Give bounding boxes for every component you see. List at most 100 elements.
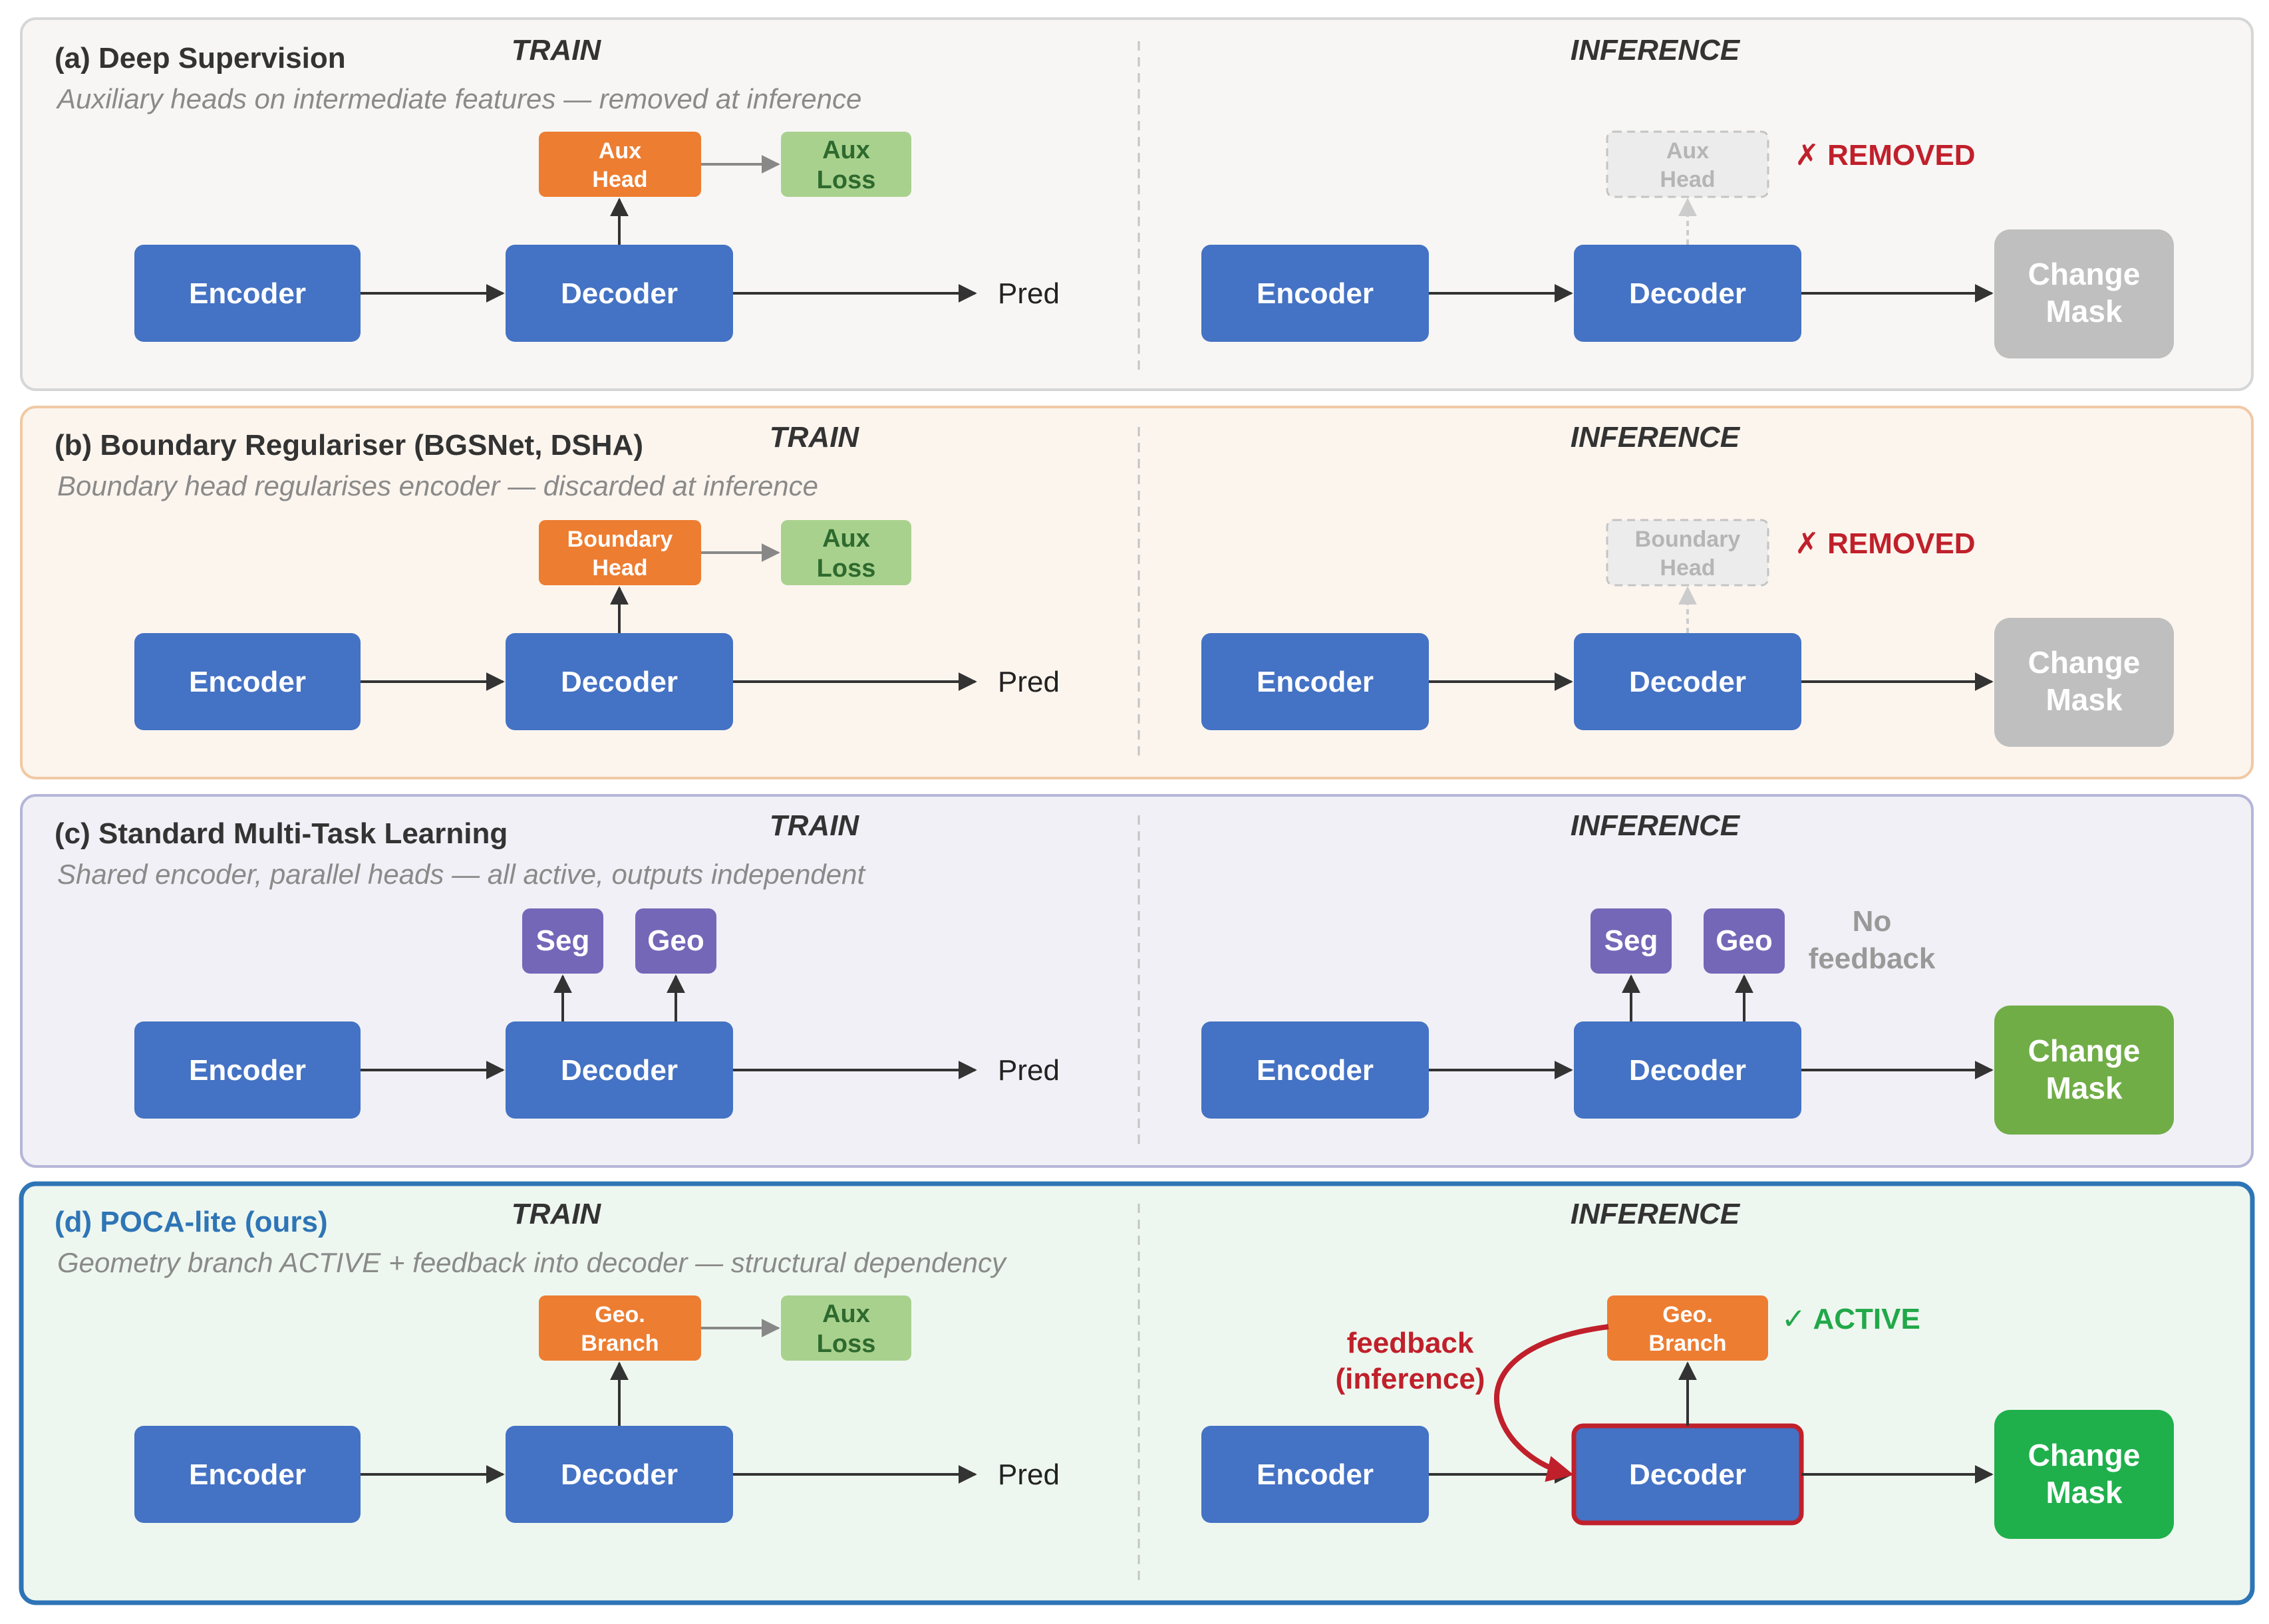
panel-d-train-geo-branch-line1: Geo. (595, 1302, 645, 1327)
panel-d-status-active: ✓ ACTIVE (1781, 1303, 1920, 1335)
panel-b-aux-loss-line2: Loss (817, 555, 876, 583)
panel-c-train-seg-head (522, 908, 603, 974)
panel-c-train-pred: Pred (998, 1054, 1060, 1087)
panel-a-change-mask (1994, 229, 2174, 358)
panel-c-train-seg-label: Seg (536, 924, 590, 957)
panel-b-ghost-head-line2: Head (1660, 555, 1715, 581)
panel-d-aux-loss (781, 1295, 911, 1361)
panel-a-train-encoder-label: Encoder (189, 277, 306, 310)
panel-d-inf-geo-branch (1607, 1295, 1768, 1361)
panel-b-subtitle: Boundary head regularises encoder — disc… (57, 470, 818, 501)
panel-b-boundary-head-line1: Boundary (567, 527, 673, 552)
panel-a-aux-loss-line1: Aux (822, 136, 870, 164)
panel-c-inf-encoder (1201, 1021, 1429, 1119)
panel-b-aux-loss-line1: Aux (822, 525, 870, 553)
panel-c-train-decoder (506, 1021, 733, 1119)
panel-b-status-removed: ✗ REMOVED (1795, 527, 1976, 560)
panel-b: (b) Boundary Regulariser (BGSNet, DSHA) … (20, 406, 2254, 779)
panel-a-ghost-head (1606, 130, 1769, 198)
panel-c-inf-seg-label: Seg (1604, 924, 1658, 957)
panel-c-title: (c) Standard Multi-Task Learning (55, 817, 508, 850)
panel-d-train-encoder (134, 1426, 361, 1523)
panel-a-train-decoder (506, 245, 733, 342)
panel-b-ghost-head (1606, 519, 1769, 587)
panel-b-boundary-head-line2: Head (592, 555, 647, 581)
panel-a-inf-decoder-label: Decoder (1629, 277, 1746, 310)
panel-b-title: (b) Boundary Regulariser (BGSNet, DSHA) (55, 429, 643, 462)
panel-d-train-label: TRAIN (512, 1198, 602, 1230)
panel-a-train-decoder-label: Decoder (561, 277, 678, 310)
panel-d-train-decoder (506, 1426, 733, 1523)
panel-c-inf-decoder-label: Decoder (1629, 1054, 1746, 1087)
panel-c-status-line1: No (1853, 905, 1892, 938)
panel-d-inf-decoder-label: Decoder (1629, 1458, 1746, 1491)
panel-a-train-encoder (134, 245, 361, 342)
panel-b-inf-encoder (1201, 633, 1429, 730)
panel-c-inf-geo-head (1704, 908, 1785, 974)
panel-c-inf-decoder (1574, 1021, 1801, 1119)
panel-c-train-label: TRAIN (770, 809, 860, 842)
panel-a-inf-decoder (1574, 245, 1801, 342)
panel-c-train-geo-head (635, 908, 716, 974)
panel-c-inference-label: INFERENCE (1571, 809, 1741, 842)
panel-a-aux-head-line2: Head (592, 167, 647, 192)
panel-a-aux-head-line1: Aux (599, 138, 641, 164)
panel-b-change-mask-line1: Change (2028, 645, 2141, 680)
panel-b-inf-encoder-label: Encoder (1257, 666, 1374, 698)
panel-a-train-pred: Pred (998, 277, 1060, 310)
panel-d-inference-label: INFERENCE (1571, 1198, 1741, 1230)
panel-d-feedback-arrow (1494, 1324, 1609, 1482)
panel-a-change-mask-line1: Change (2028, 257, 2141, 291)
panel-a-ghost-head-line2: Head (1660, 167, 1715, 192)
panel-b-change-mask (1994, 618, 2174, 747)
panel-d-aux-loss-line2: Loss (817, 1330, 876, 1358)
panel-b-inference-label: INFERENCE (1571, 421, 1741, 454)
panel-d-change-mask (1994, 1410, 2174, 1539)
panel-d-train-geo-branch (539, 1295, 701, 1361)
panel-d-inf-encoder (1201, 1426, 1429, 1523)
panel-a-status-removed: ✗ REMOVED (1795, 139, 1976, 172)
panel-c-change-mask-line1: Change (2028, 1033, 2141, 1068)
panel-b-boundary-head (539, 520, 701, 585)
panel-a-inf-encoder-label: Encoder (1257, 277, 1374, 310)
panel-d-inf-geo-branch-line1: Geo. (1662, 1302, 1713, 1327)
panel-a-inf-encoder (1201, 245, 1429, 342)
panel-a: (a) Deep Supervision Auxiliary heads on … (20, 17, 2254, 391)
panel-a-change-mask-line2: Mask (2045, 294, 2122, 329)
panel-b-train-pred: Pred (998, 666, 1060, 698)
panel-c: (c) Standard Multi-Task Learning Shared … (20, 794, 2254, 1168)
panel-d-inf-encoder-label: Encoder (1257, 1458, 1374, 1491)
panel-d-train-decoder-label: Decoder (561, 1458, 678, 1491)
panel-c-subtitle: Shared encoder, parallel heads — all act… (57, 859, 866, 890)
panel-a-aux-loss (781, 132, 911, 197)
panel-d-train-geo-branch-line2: Branch (581, 1331, 659, 1356)
panel-a-subtitle: Auxiliary heads on intermediate features… (55, 83, 861, 114)
panel-d-aux-loss-line1: Aux (822, 1300, 870, 1328)
panel-a-ghost-head-line1: Aux (1666, 138, 1709, 164)
panel-b-train-encoder (134, 633, 361, 730)
panel-b-train-decoder (506, 633, 733, 730)
panel-b-inf-decoder-label: Decoder (1629, 666, 1746, 698)
panel-d-change-mask-line2: Mask (2045, 1475, 2122, 1510)
panel-c-status-line2: feedback (1809, 942, 1936, 975)
panel-a-aux-head (539, 132, 701, 197)
panel-a-title: (a) Deep Supervision (55, 42, 346, 74)
panel-c-train-decoder-label: Decoder (561, 1054, 678, 1087)
panel-c-change-mask-line2: Mask (2045, 1071, 2122, 1105)
panel-b-inf-decoder (1574, 633, 1801, 730)
panel-d: (d) POCA-lite (ours) Geometry branch ACT… (19, 1181, 2255, 1605)
panel-b-train-encoder-label: Encoder (189, 666, 306, 698)
panel-c-inf-geo-label: Geo (1716, 924, 1773, 957)
panel-b-train-decoder-label: Decoder (561, 666, 678, 698)
panel-b-train-label: TRAIN (770, 421, 860, 454)
panel-c-train-encoder (134, 1021, 361, 1119)
panel-d-feedback-line1: feedback (1347, 1327, 1474, 1359)
panel-a-train-label: TRAIN (512, 34, 602, 67)
panel-b-aux-loss (781, 520, 911, 585)
panel-c-train-geo-label: Geo (647, 924, 704, 957)
panel-b-change-mask-line2: Mask (2045, 682, 2122, 717)
panel-d-train-pred: Pred (998, 1458, 1060, 1491)
panel-c-train-encoder-label: Encoder (189, 1054, 306, 1087)
panel-c-inf-seg-head (1590, 908, 1672, 974)
